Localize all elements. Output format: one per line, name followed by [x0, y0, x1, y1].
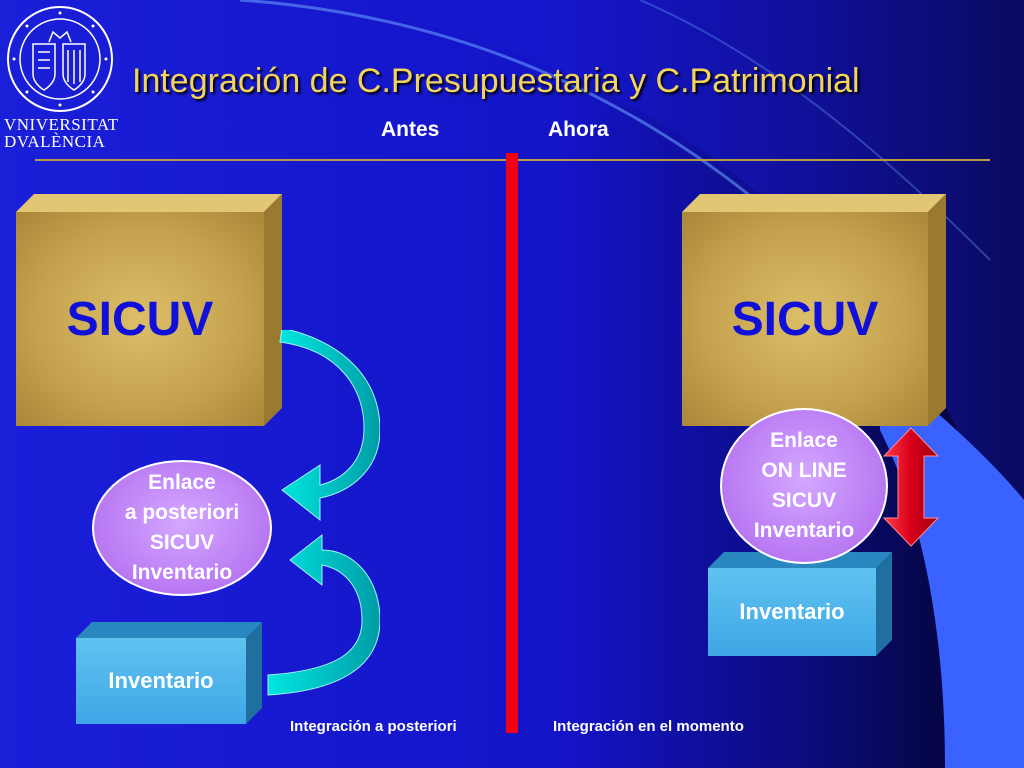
right-link-oval: Enlace ON LINE SICUV Inventario: [720, 408, 888, 564]
right-link-line2: ON LINE: [761, 459, 847, 482]
left-inventory-box: Inventario: [76, 638, 246, 724]
double-arrow-icon: [882, 427, 940, 547]
right-system-box-3d: [682, 194, 946, 426]
left-inventory-box-3d: [76, 622, 262, 724]
right-system-box: SICUV: [682, 212, 928, 426]
left-caption: Integración a posteriori: [290, 718, 457, 735]
university-seal-icon: [7, 6, 113, 112]
right-inventory-label: Inventario: [739, 599, 845, 624]
left-system-box-3d: [16, 194, 282, 426]
left-link-line3: SICUV: [149, 531, 215, 554]
curved-arrow-icon: [267, 330, 380, 696]
left-link-line1: Enlace: [148, 471, 216, 494]
column-header-before: Antes: [381, 118, 440, 141]
left-link-line2: a posteriori: [124, 501, 240, 524]
right-link-line4: Inventario: [753, 519, 855, 542]
left-link-line4: Inventario: [131, 561, 233, 584]
wordmark-line2: DVALÈNCIA: [4, 132, 106, 151]
right-link-line1: Enlace: [770, 429, 838, 452]
right-inventory-box: Inventario: [708, 568, 876, 656]
left-inventory-label: Inventario: [108, 668, 214, 693]
wordmark-line1: VNIVERSITAT: [4, 115, 119, 134]
right-caption: Integración en el momento: [553, 718, 744, 735]
column-header-after: Ahora: [548, 118, 609, 141]
center-divider: [506, 153, 518, 733]
right-link-line3: SICUV: [771, 489, 837, 512]
left-system-box: SICUV: [16, 212, 264, 426]
slide-title: Integración de C.Presupuestaria y C.Patr…: [132, 62, 860, 100]
left-system-label: SICUV: [66, 292, 214, 346]
university-wordmark: VNIVERSITAT DVALÈNCIA: [4, 116, 118, 152]
left-link-oval: Enlace a posteriori SICUV Inventario: [92, 460, 272, 596]
right-system-label: SICUV: [731, 292, 879, 346]
